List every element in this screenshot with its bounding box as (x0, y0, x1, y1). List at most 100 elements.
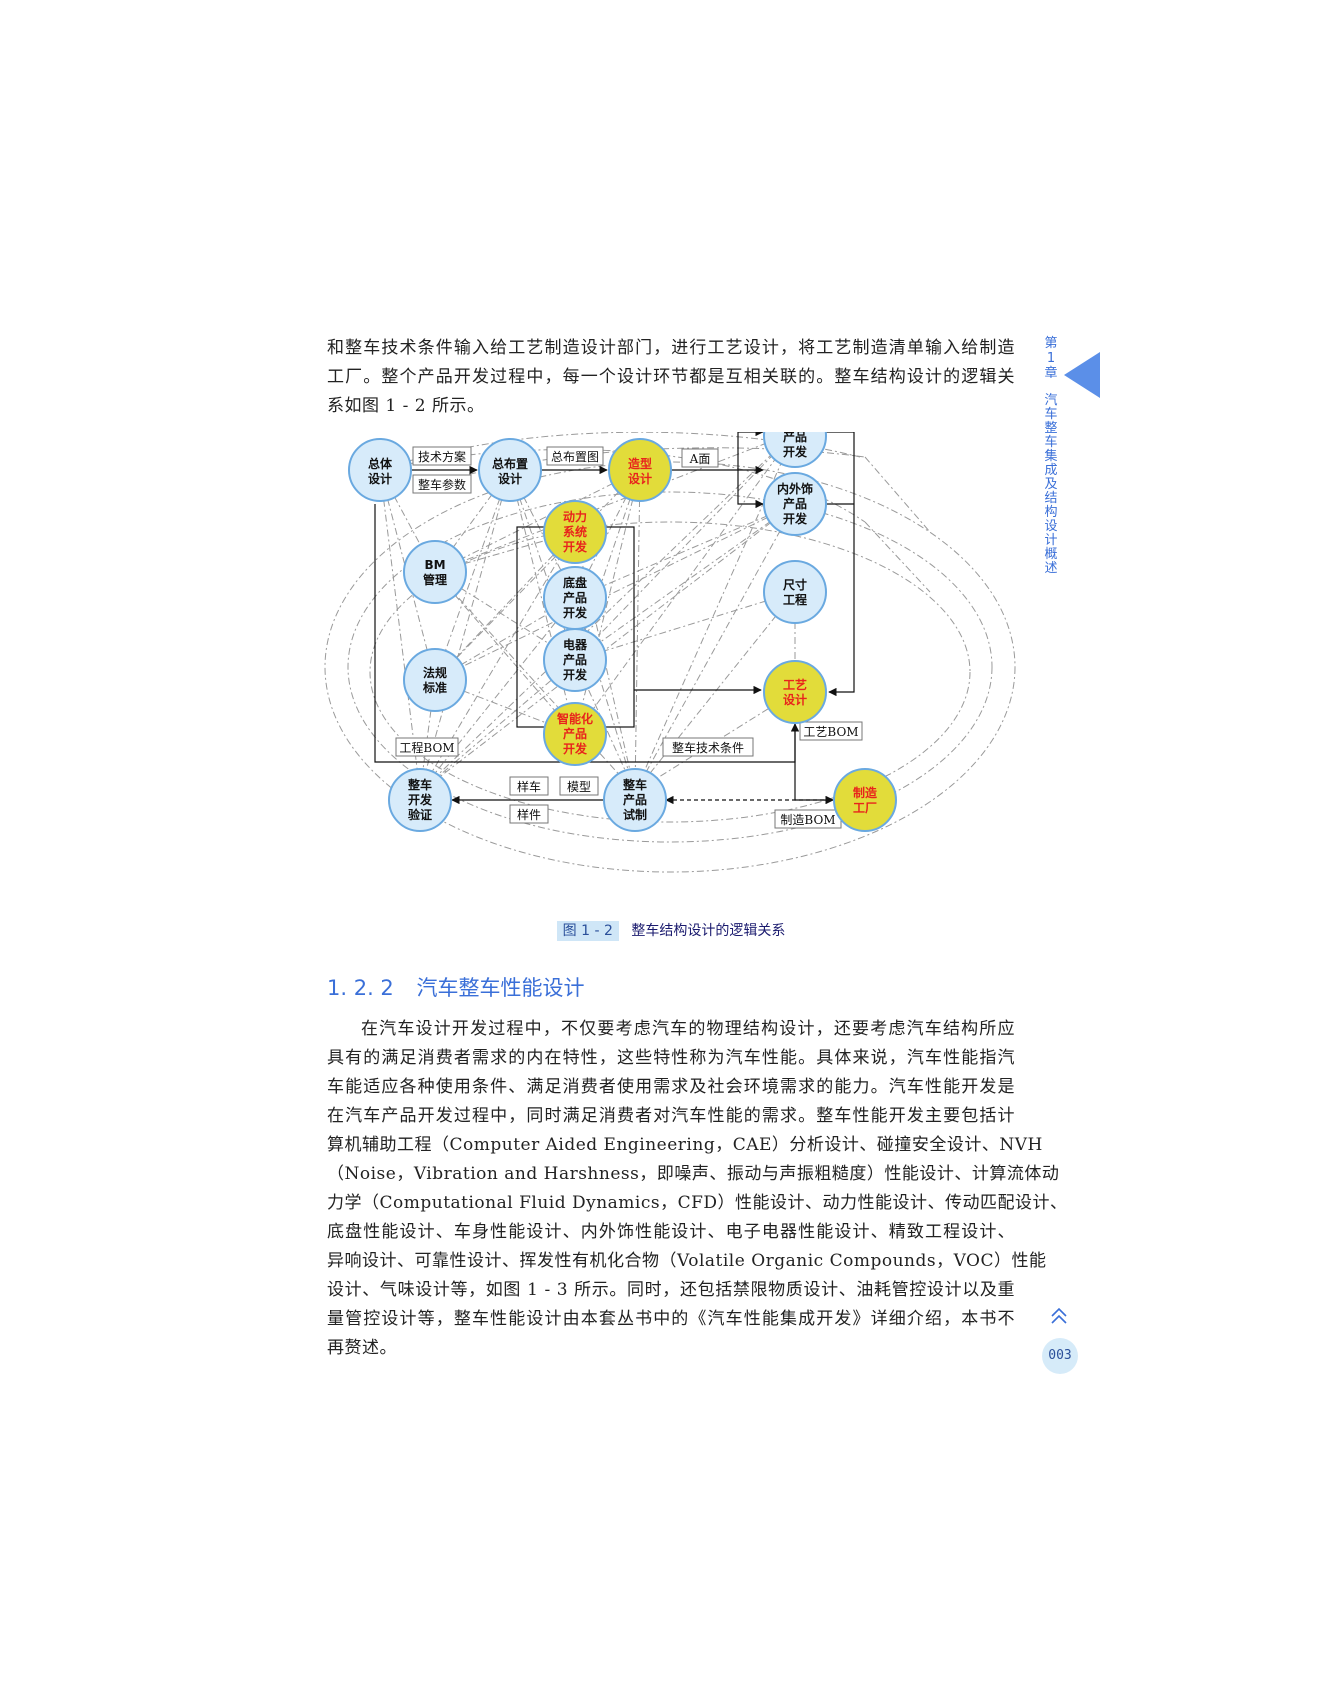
label-box: A面 (681, 448, 719, 468)
diagram-nodes: 总体 设计 总布置 设计 造型 设计 车身 产品 开发 内外饰 产品 开发 动力 (348, 432, 897, 832)
body-line: 量管控设计等，整车性能设计由本套丛书中的《汽车性能集成开发》详细介绍，本书不 (327, 1309, 1015, 1329)
svg-text:工艺: 工艺 (783, 677, 807, 692)
svg-text:样件: 样件 (517, 807, 541, 822)
intro-line: 系如图 1 - 2 所示。 (327, 396, 485, 416)
svg-text:开发: 开发 (783, 444, 808, 459)
svg-text:技术方案: 技术方案 (418, 449, 466, 464)
body-line: 力学（Computational Fluid Dynamics，CFD）性能设计… (327, 1193, 1068, 1213)
svg-text:产品: 产品 (623, 792, 647, 807)
body-line: 在汽车设计开发过程中，不仅要考虑汽车的物理结构设计，还要考虑汽车结构所应 (361, 1019, 1015, 1039)
intro-paragraph: 和整车技术条件输入给工艺制造设计部门，进行工艺设计，将工艺制造清单输入给制造 工… (327, 334, 1015, 421)
node-prototype-build: 整车 产品 试制 (603, 768, 667, 832)
svg-text:产品: 产品 (783, 496, 807, 511)
node-general-layout: 总布置 设计 (478, 438, 542, 502)
svg-text:整车参数: 整车参数 (418, 477, 466, 492)
svg-text:样车: 样车 (517, 779, 541, 794)
body-line: 在汽车产品开发过程中，同时满足消费者对汽车性能的需求。整车性能开发主要包括计 (327, 1106, 1015, 1126)
body-line: 底盘性能设计、车身性能设计、内外饰性能设计、电子电器性能设计、精致工程设计、 (327, 1222, 1015, 1242)
svg-text:开发: 开发 (563, 667, 588, 682)
label-box: 制造BOM (774, 809, 842, 829)
label-box: 样件 (509, 804, 549, 824)
section-title: 汽车整车性能设计 (416, 976, 585, 1000)
svg-text:整车: 整车 (407, 777, 432, 792)
figure-number: 图 1 - 2 (556, 921, 619, 941)
svg-text:验证: 验证 (408, 807, 432, 822)
label-box: 工艺BOM (799, 721, 863, 741)
label-box: 工程BOM (395, 737, 459, 757)
svg-text:整车技术条件: 整车技术条件 (672, 740, 744, 755)
double-chevron-up-icon[interactable] (1049, 1306, 1069, 1326)
structure-logic-diagram: 技术方案 整车参数 总布置图 A面 工程BOM 整车技术条件 工艺BOM 样车 … (324, 432, 1016, 873)
page-number: 003 (1042, 1338, 1078, 1374)
body-line: 异响设计、可靠性设计、挥发性有机化合物（Volatile Organic Com… (327, 1251, 1047, 1271)
figure-caption: 图 1 - 2 整车结构设计的逻辑关系 (0, 920, 1342, 941)
triangle-left-icon (1064, 352, 1100, 398)
svg-text:开发: 开发 (563, 539, 588, 554)
node-trim-development: 内外饰 产品 开发 (763, 472, 827, 536)
svg-text:造型: 造型 (628, 456, 652, 471)
svg-text:开发: 开发 (563, 605, 588, 620)
edge-labels: 技术方案 整车参数 总布置图 A面 工程BOM 整车技术条件 工艺BOM 样车 … (395, 446, 863, 829)
node-body-development: 车身 产品 开发 (763, 432, 827, 468)
figure-title: 整车结构设计的逻辑关系 (631, 923, 786, 939)
svg-text:开发: 开发 (563, 741, 588, 756)
label-box: 总布置图 (546, 446, 604, 466)
svg-text:制造: 制造 (853, 785, 878, 800)
node-electrical-development: 电器 产品 开发 (543, 628, 607, 692)
svg-text:制造BOM: 制造BOM (780, 813, 835, 827)
svg-text:电器: 电器 (563, 637, 588, 652)
svg-text:管理: 管理 (423, 572, 447, 587)
node-bm-management: BM 管理 (403, 540, 467, 604)
intro-line: 和整车技术条件输入给工艺制造设计部门，进行工艺设计，将工艺制造清单输入给制造 (327, 338, 1015, 358)
intro-line: 工厂。整个产品开发过程中，每一个设计环节都是互相关联的。整车结构设计的逻辑关 (327, 367, 1015, 387)
svg-text:设计: 设计 (783, 692, 807, 707)
svg-text:系统: 系统 (563, 524, 587, 539)
svg-text:整车: 整车 (622, 777, 647, 792)
svg-text:工程: 工程 (783, 592, 807, 607)
chapter-title: 汽 车 整 车 集 成 及 结 构 设 计 概 述 (1044, 393, 1058, 576)
node-intelligent-development: 智能化 产品 开发 (543, 702, 607, 766)
body-line: （Noise，Vibration and Harshness，即噪声、振动与声振… (327, 1164, 1060, 1184)
svg-text:产品: 产品 (783, 432, 807, 444)
label-box: 样车 (509, 776, 549, 796)
svg-text:工厂: 工厂 (853, 801, 877, 815)
body-paragraph: 在汽车设计开发过程中，不仅要考虑汽车的物理结构设计，还要考虑汽车结构所应 具有的… (327, 1015, 1068, 1363)
node-powertrain-development: 动力 系统 开发 (543, 500, 607, 564)
node-manufacturing-plant: 制造 工厂 (833, 768, 897, 832)
svg-text:设计: 设计 (628, 471, 652, 486)
svg-text:BM: BM (424, 558, 445, 572)
label-box: 技术方案 (412, 446, 472, 466)
svg-text:工艺BOM: 工艺BOM (803, 725, 858, 739)
node-process-design: 工艺 设计 (763, 660, 827, 724)
body-line: 具有的满足消费者需求的内在特性，这些特性称为汽车性能。具体来说，汽车性能指汽 (327, 1048, 1015, 1068)
svg-text:动力: 动力 (563, 509, 587, 524)
svg-text:工程BOM: 工程BOM (399, 740, 454, 755)
svg-text:产品: 产品 (563, 726, 587, 741)
svg-text:开发: 开发 (408, 792, 433, 807)
svg-text:设计: 设计 (498, 471, 522, 486)
svg-text:尺寸: 尺寸 (783, 577, 807, 592)
body-line: 算机辅助工程（Computer Aided Engineering，CAE）分析… (327, 1135, 1043, 1155)
chapter-label: 第 1 章 (1044, 336, 1058, 381)
section-number: 1. 2. 2 (327, 976, 394, 1000)
svg-text:标准: 标准 (422, 680, 447, 695)
svg-text:产品: 产品 (563, 652, 587, 667)
svg-text:总布置: 总布置 (492, 456, 528, 471)
body-line: 再赘述。 (327, 1338, 397, 1358)
node-chassis-development: 底盘 产品 开发 (543, 566, 607, 630)
node-vehicle-validation: 整车 开发 验证 (388, 768, 452, 832)
svg-text:总体: 总体 (368, 456, 393, 471)
svg-text:总布置图: 总布置图 (551, 450, 599, 464)
svg-text:内外饰: 内外饰 (777, 481, 813, 496)
svg-text:开发: 开发 (783, 511, 808, 526)
svg-text:法规: 法规 (423, 665, 447, 680)
label-box: 整车技术条件 (662, 737, 754, 757)
svg-text:设计: 设计 (368, 471, 392, 486)
svg-text:模型: 模型 (567, 780, 591, 794)
svg-text:试制: 试制 (623, 807, 647, 822)
node-dimension-engineering: 尺寸 工程 (763, 560, 827, 624)
body-line: 设计、气味设计等，如图 1 - 3 所示。同时，还包括禁限物质设计、油耗管控设计… (327, 1280, 1015, 1300)
node-regulations-standards: 法规 标准 (403, 648, 467, 712)
svg-text:智能化: 智能化 (556, 711, 593, 726)
svg-text:产品: 产品 (563, 590, 587, 605)
